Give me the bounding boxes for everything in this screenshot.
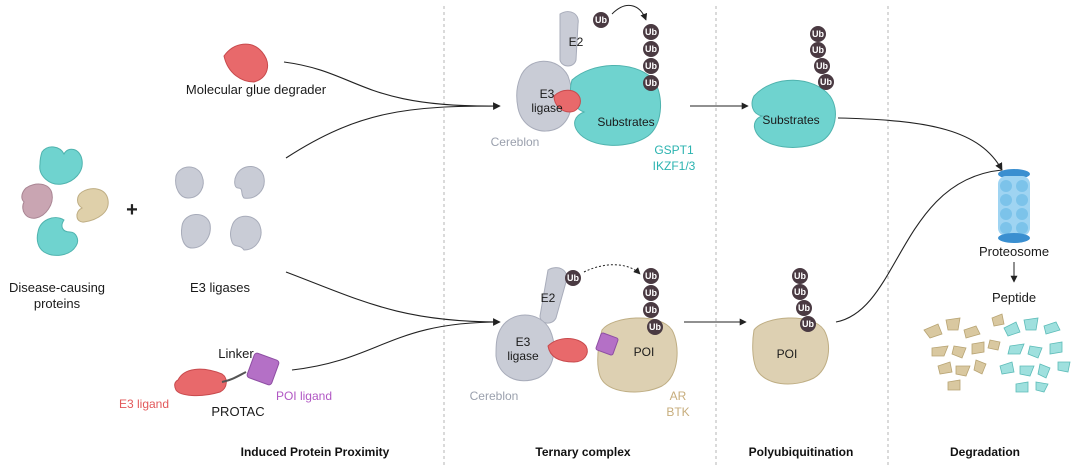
ligase-bottom-label: ligase [507,349,539,363]
e3-top-label: E3 [540,87,555,101]
e3-ligand-label: E3 ligand [119,397,169,411]
disease-label-1: Disease-causing [9,280,105,295]
svg-text:Ub: Ub [567,273,579,283]
peptide-fragments-icon [923,313,1071,393]
plus-sign: + [126,199,138,221]
poi-bottom-label: POI [634,345,655,359]
poi-poly-label: POI [777,347,798,361]
gspt1-label: GSPT1 [654,143,694,157]
svg-text:Ub: Ub [794,271,806,281]
e2-top-label: E2 [569,35,584,49]
svg-text:Ub: Ub [645,27,657,37]
svg-text:Ub: Ub [645,61,657,71]
ternary-top [516,11,662,146]
poi-ligand-label: POI ligand [276,389,332,403]
ikzf-label: IKZF1/3 [653,159,696,173]
svg-text:Ub: Ub [645,305,657,315]
svg-text:Ub: Ub [649,322,661,332]
molecular-glue-icon [223,43,269,83]
svg-text:Ub: Ub [816,61,828,71]
svg-text:Ub: Ub [645,78,657,88]
svg-text:Ub: Ub [794,287,806,297]
ternary-bottom [495,267,678,393]
poly-poi: Ub Ub Ub Ub [752,268,830,385]
proteosome-label: Proteosome [979,244,1049,259]
protac-label: PROTAC [211,404,264,419]
disease-proteins-icon [21,146,109,256]
svg-text:Ub: Ub [645,288,657,298]
cereblon-bottom-label: Cereblon [470,389,519,403]
section-polyubiquitination: Polyubiquitination [749,445,854,459]
cereblon-top-label: Cereblon [491,135,540,149]
substrates-poly-label: Substrates [762,113,819,127]
svg-text:Ub: Ub [645,44,657,54]
ub-chain-top: Ub Ub Ub Ub Ub [593,5,659,91]
arrows-to-proteasome [835,117,1003,323]
svg-text:Ub: Ub [802,319,814,329]
ar-label: AR [670,389,687,403]
svg-text:Ub: Ub [812,45,824,55]
section-degradation: Degradation [950,445,1020,459]
molecular-glue-label: Molecular glue degrader [186,82,327,97]
ligase-top-label: ligase [531,101,563,115]
btk-label: BTK [666,405,689,419]
svg-text:Ub: Ub [645,271,657,281]
section-dividers [443,6,889,466]
proteasome-icon [998,169,1030,243]
substrates-top-label: Substrates [597,115,654,129]
poly-substrate: Ub Ub Ub Ub [751,26,836,148]
section-ternary: Ternary complex [535,445,630,459]
ub-chain-bottom: Ub Ub Ub Ub Ub [565,264,663,335]
svg-text:Ub: Ub [798,303,810,313]
e3-ligases-label: E3 ligases [190,280,250,295]
svg-text:Ub: Ub [820,77,832,87]
svg-text:Ub: Ub [595,15,607,25]
linker-label: Linker [218,346,254,361]
protac-icon [174,352,280,397]
svg-text:Ub: Ub [812,29,824,39]
section-induced: Induced Protein Proximity [241,445,390,459]
e2-bottom-label: E2 [541,291,556,305]
e3-bottom-label: E3 [516,335,531,349]
flow-arrows-left [283,61,501,371]
disease-label-2: proteins [34,296,81,311]
e3-ligases-icon [175,166,265,251]
peptide-label: Peptide [992,290,1036,305]
